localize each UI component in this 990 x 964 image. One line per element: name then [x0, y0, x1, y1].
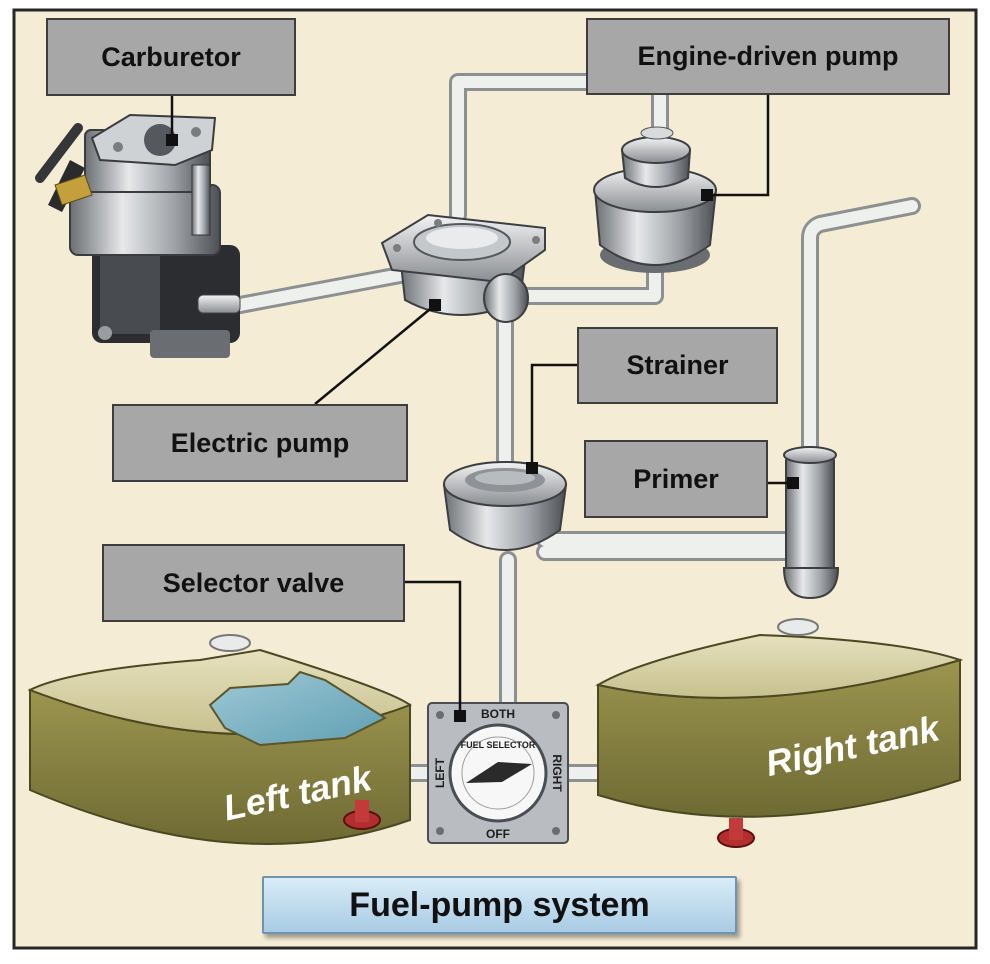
leader-lines [170, 95, 793, 716]
selector-left: LEFT [433, 757, 447, 788]
electric-pump-label: Electric pump [112, 404, 408, 482]
engine-driven-pump-label: Engine-driven pump [586, 18, 950, 95]
left-tank-illustration [27, 634, 413, 845]
right-tank-illustration [595, 618, 964, 848]
engine-driven-pump-illustration [593, 126, 718, 273]
selector-ring-text: FUEL SELECTOR [461, 740, 536, 750]
leader-markers [166, 134, 799, 722]
strainer-illustration [442, 461, 568, 551]
strainer-label: Strainer [577, 327, 778, 404]
diagram-caption: Fuel-pump system [262, 876, 737, 934]
carburetor-label: Carburetor [46, 18, 296, 96]
electric-pump-illustration [380, 213, 546, 323]
selector-off: OFF [486, 827, 510, 841]
primer-illustration [782, 446, 840, 600]
carburetor-illustration [35, 113, 241, 358]
primer-label: Primer [584, 440, 768, 518]
selector-valve-label: Selector valve [102, 544, 405, 622]
selector-both: BOTH [481, 707, 515, 721]
selector-right: RIGHT [550, 754, 564, 792]
selector-valve-illustration: BOTH OFF LEFT RIGHT FUEL SELECTOR [427, 702, 569, 844]
